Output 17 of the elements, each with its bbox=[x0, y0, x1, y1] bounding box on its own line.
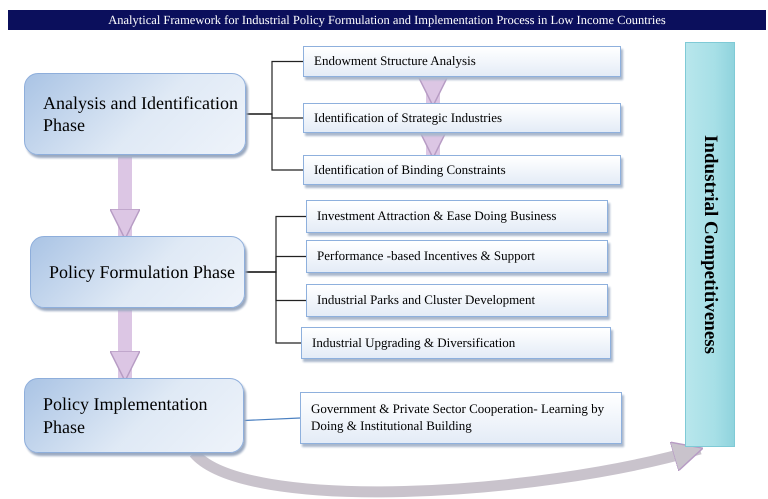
process-box: Endowment Structure Analysis bbox=[303, 46, 621, 77]
process-box: Identification of Binding Constraints bbox=[303, 155, 621, 185]
block-arrow bbox=[190, 440, 704, 498]
process-box: Investment Attraction & Ease Doing Business bbox=[306, 200, 608, 233]
title-banner: Analytical Framework for Industrial Policy Formulation and Implementation Process in Low Income Countries bbox=[8, 10, 766, 30]
process-box: Government & Private Sector Cooperation- Learning by Doing & Institutional Building bbox=[300, 392, 622, 444]
phase-box: Analysis and Identification Phase bbox=[24, 73, 246, 155]
phase-box: Policy Formulation Phase bbox=[30, 236, 245, 308]
process-box: Identification of Strategic Industries bbox=[303, 103, 621, 133]
outcome-bar: Industrial Competitiveness bbox=[685, 42, 735, 447]
connector-line bbox=[245, 271, 301, 344]
process-box: Performance -based Incentives & Support bbox=[306, 240, 608, 273]
process-box: Industrial Parks and Cluster Development bbox=[306, 284, 608, 317]
phase-box: Policy Implementation Phase bbox=[24, 378, 244, 453]
connector-line bbox=[244, 417, 300, 422]
connector-line bbox=[246, 113, 303, 171]
process-box: Industrial Upgrading & Diversification bbox=[301, 327, 611, 359]
